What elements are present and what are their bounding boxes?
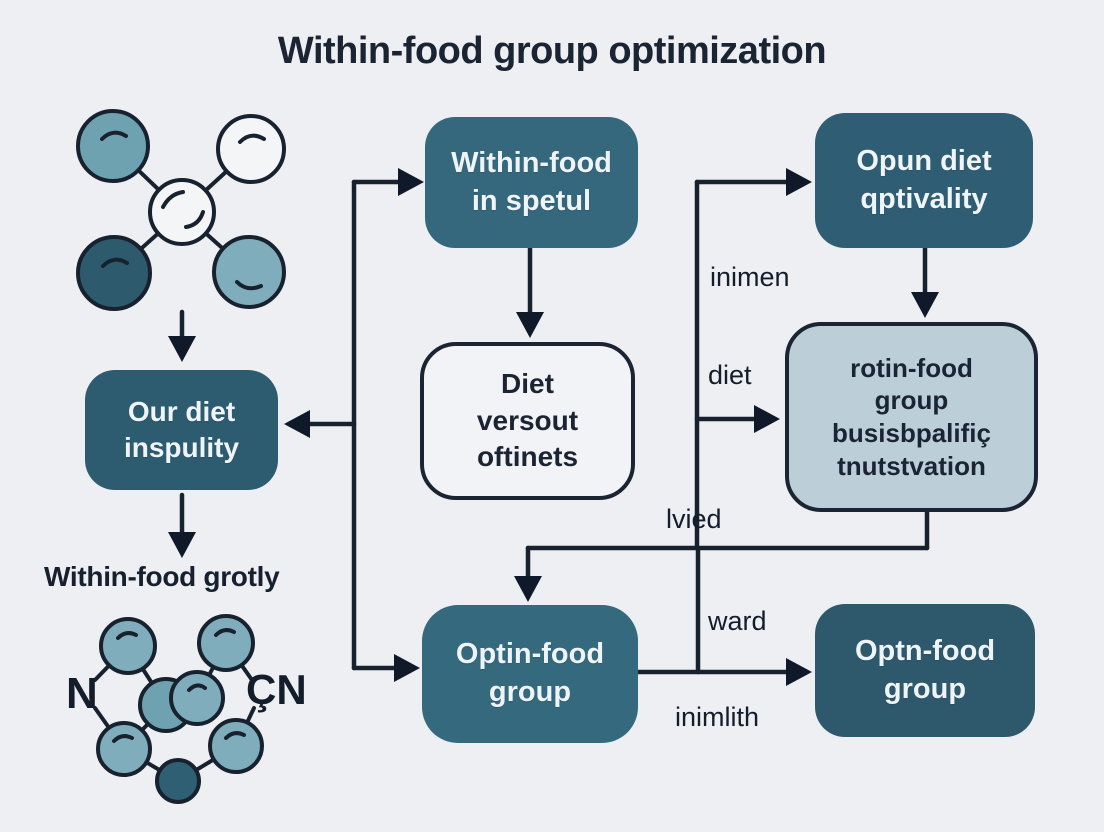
node-optn-food-group: Optn-food group [815, 604, 1035, 737]
edge-label-inimen: inimen [710, 262, 790, 292]
node-our-diet-inspulity: Our diet inspulity [85, 370, 278, 490]
node-opun-diet-qptivality: Opun diet qptivality [815, 113, 1033, 248]
molecule-n-right-label: ÇN [246, 666, 307, 713]
molecule-icon-bottom: N ÇN [66, 614, 307, 804]
edge-label-diet: diet [708, 360, 752, 390]
node-optin-food-group: Optin-food group [422, 605, 638, 743]
edge-label-ward: ward [708, 606, 767, 636]
connector-arrows [168, 168, 939, 686]
edge-label-inimlith: inimlith [675, 702, 760, 732]
caption-within-food-grotly: Within-food grotly [44, 561, 280, 592]
page-title: Within-food group optimization [277, 30, 827, 72]
node-within-food-in-spetul: Within-food in spetul [425, 117, 638, 248]
edge-label-lvied: lvied [666, 504, 722, 534]
molecule-icon-top [76, 109, 286, 311]
node-diet-versout-oftinets: Diet versout oftinets [420, 342, 635, 500]
molecule-n-left-label: N [66, 669, 98, 718]
node-rotin-food-group: rotin-food group busisbpalifiç tnutstvat… [785, 322, 1038, 512]
